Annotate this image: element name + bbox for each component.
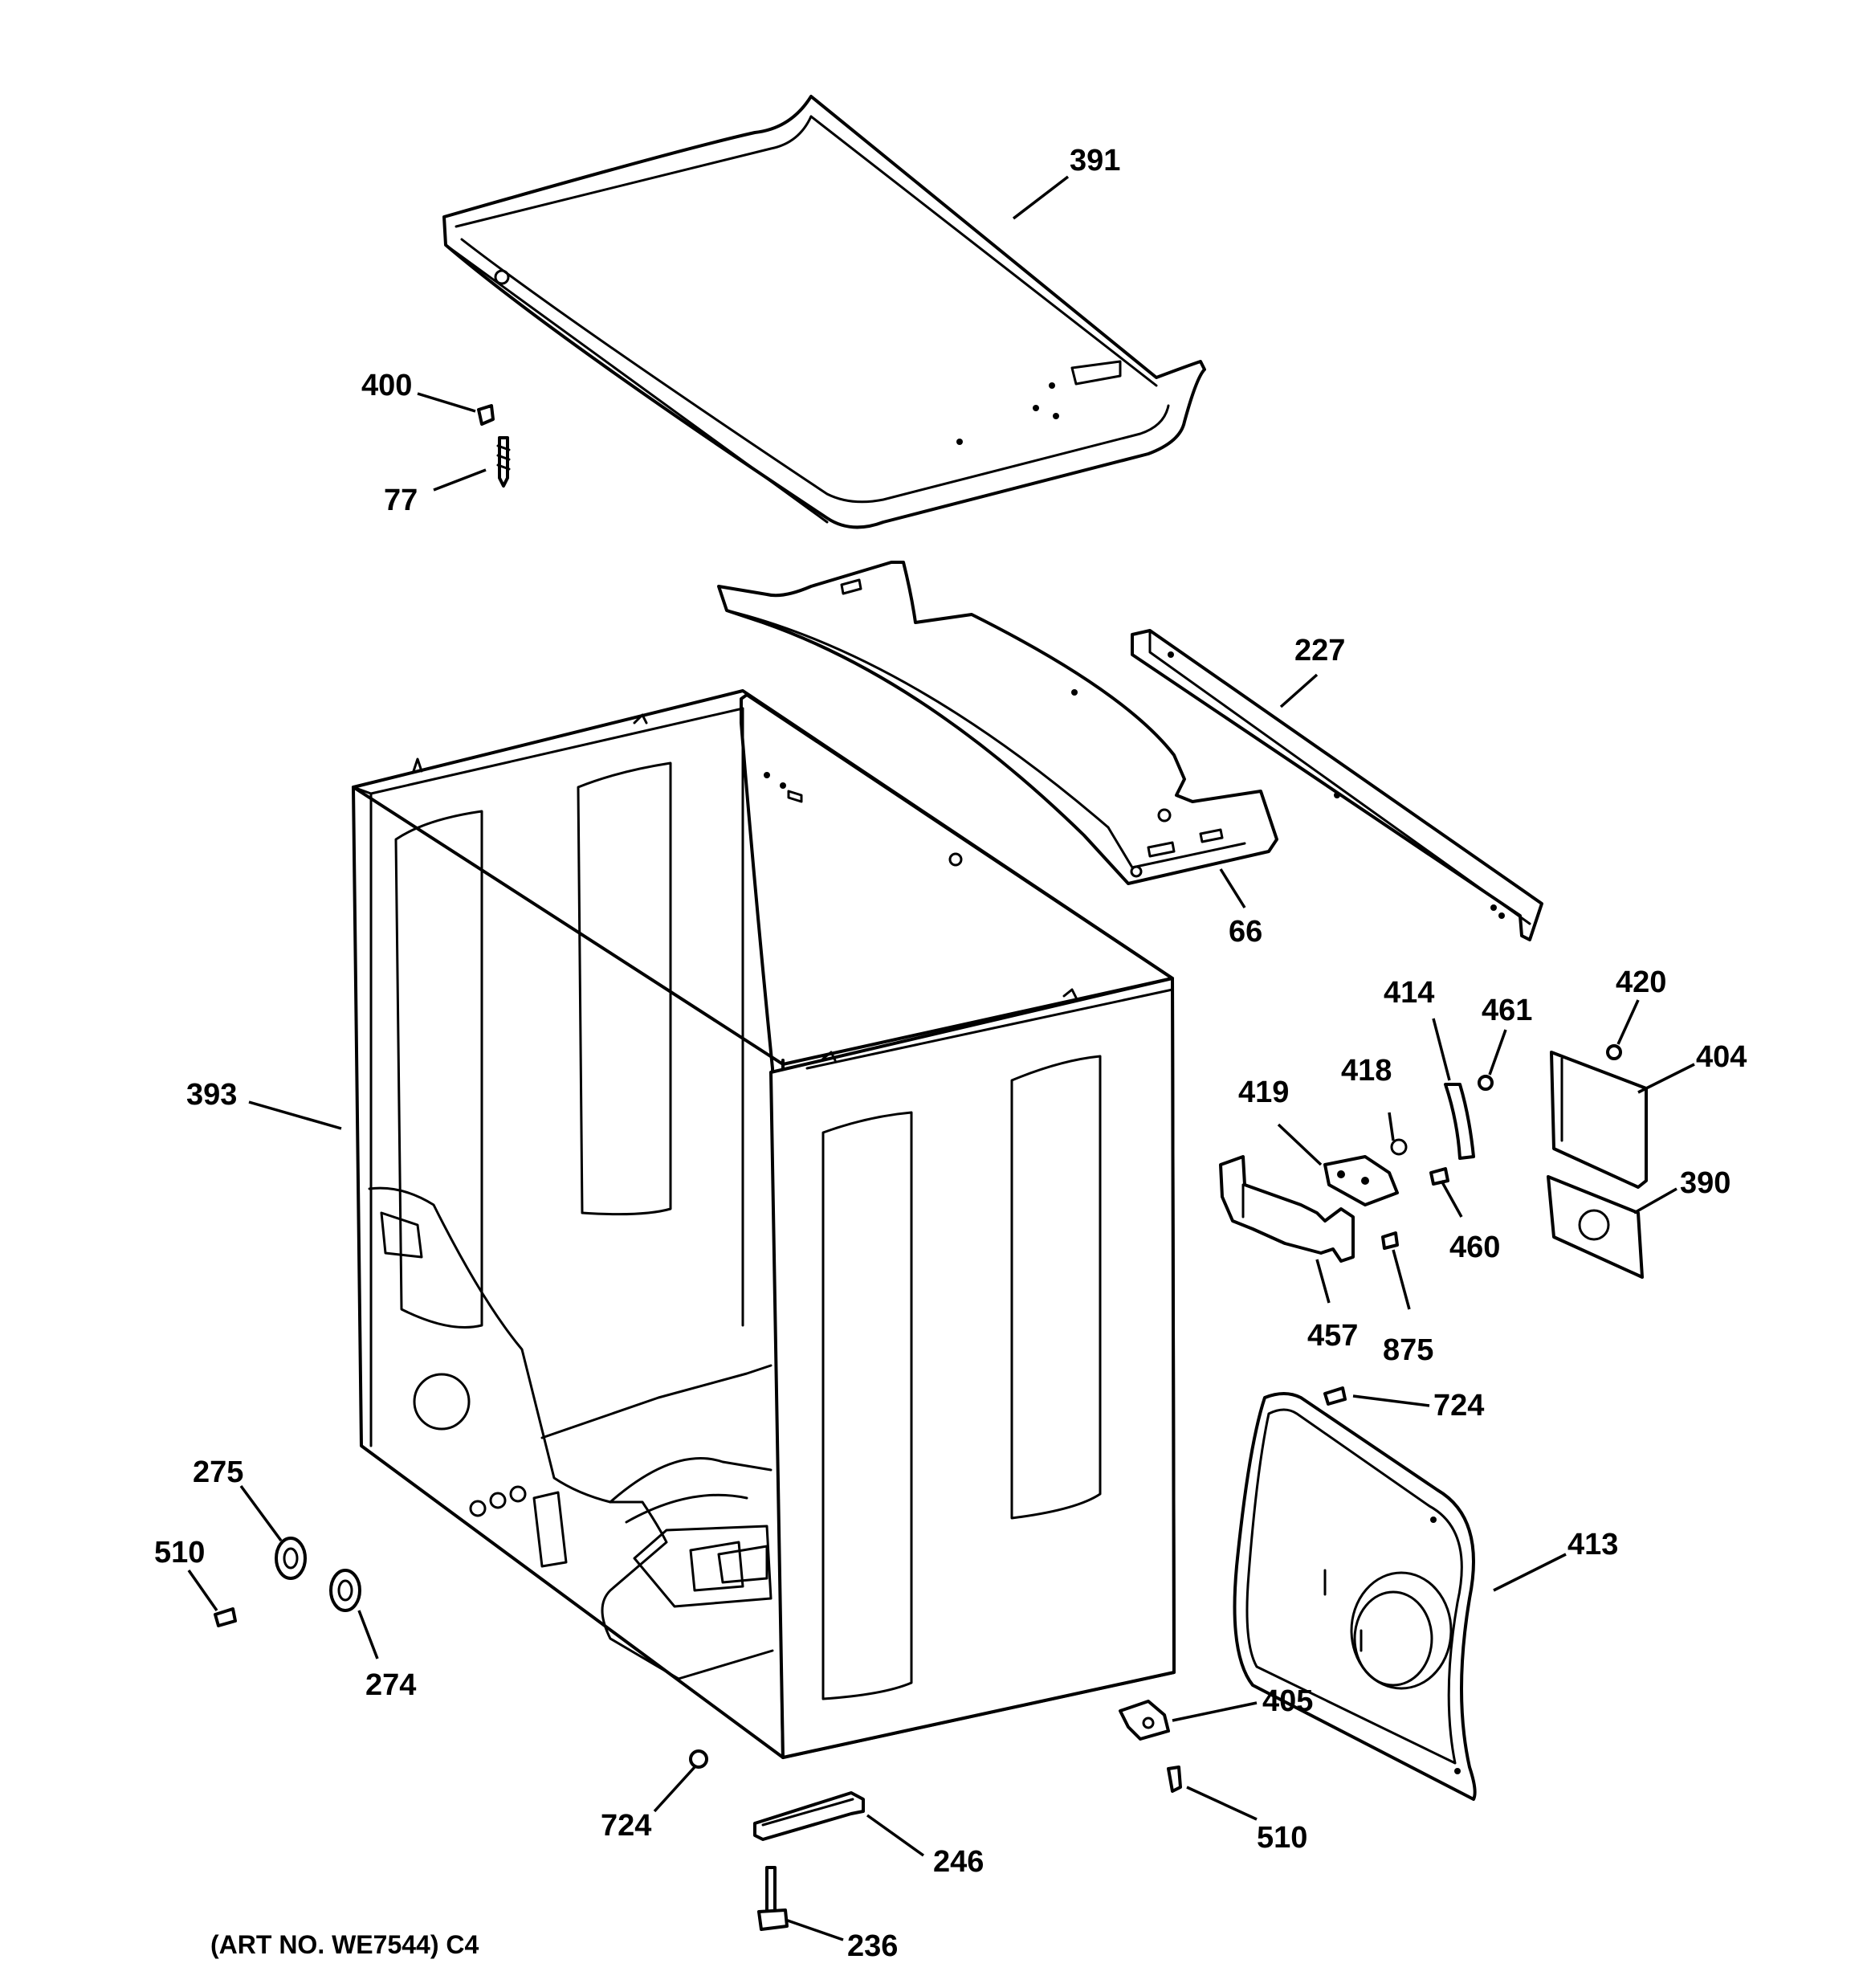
part-274-hose-clamp bbox=[329, 1569, 361, 1612]
part-77-screw bbox=[496, 436, 511, 488]
callout-404: 404 bbox=[1696, 1040, 1747, 1074]
part-420-screw bbox=[1606, 1044, 1622, 1060]
part-275-hose-clamp bbox=[275, 1537, 307, 1580]
callout-510-right: 510 bbox=[1257, 1821, 1307, 1855]
callout-457: 457 bbox=[1307, 1319, 1358, 1353]
part-391-top-cover bbox=[442, 95, 1206, 529]
part-460-screw bbox=[1429, 1167, 1449, 1186]
part-413-front-panel bbox=[1233, 1392, 1477, 1801]
callout-275: 275 bbox=[193, 1455, 243, 1489]
part-236-leveling-leg bbox=[757, 1866, 789, 1931]
part-724-screw-upper bbox=[1323, 1386, 1347, 1406]
callout-393: 393 bbox=[186, 1078, 237, 1112]
part-510-screw-left bbox=[214, 1607, 237, 1627]
part-405-clip bbox=[1119, 1700, 1170, 1741]
callout-875: 875 bbox=[1383, 1333, 1433, 1367]
callout-419: 419 bbox=[1238, 1076, 1289, 1109]
part-400-clip bbox=[477, 404, 495, 426]
callout-labels: 391 400 77 227 66 393 414 461 420 404 41… bbox=[154, 144, 1747, 1963]
part-393-cabinet bbox=[352, 689, 1176, 1759]
part-419-bracket bbox=[1219, 1155, 1355, 1263]
part-390-plate bbox=[1547, 1175, 1644, 1279]
part-875-screw bbox=[1381, 1231, 1399, 1250]
callout-414: 414 bbox=[1384, 976, 1434, 1010]
art-number: (ART NO. WE7544) C4 bbox=[210, 1930, 479, 1959]
callout-246: 246 bbox=[933, 1845, 984, 1879]
callout-724-lower: 724 bbox=[601, 1809, 651, 1843]
callout-405: 405 bbox=[1262, 1684, 1313, 1718]
part-414-strap bbox=[1444, 1083, 1475, 1160]
part-724-screw-lower bbox=[689, 1749, 708, 1769]
part-418-terminal bbox=[1323, 1138, 1408, 1206]
part-461-screw bbox=[1478, 1075, 1494, 1091]
part-227-rail bbox=[1131, 629, 1543, 941]
callout-274: 274 bbox=[365, 1668, 416, 1702]
part-404-cover bbox=[1550, 1051, 1648, 1189]
callout-724-upper: 724 bbox=[1433, 1389, 1484, 1423]
callout-510-left: 510 bbox=[154, 1536, 205, 1570]
callout-400: 400 bbox=[361, 369, 412, 402]
callout-418: 418 bbox=[1341, 1054, 1392, 1088]
callout-461: 461 bbox=[1482, 994, 1532, 1027]
leader-lines bbox=[187, 175, 1695, 1941]
callout-420: 420 bbox=[1616, 965, 1666, 999]
callout-413: 413 bbox=[1567, 1528, 1618, 1561]
callout-460: 460 bbox=[1449, 1231, 1500, 1264]
part-66-top-bracket bbox=[717, 561, 1278, 885]
callout-390: 390 bbox=[1680, 1166, 1731, 1200]
callout-391: 391 bbox=[1070, 144, 1120, 178]
part-246-hinge bbox=[753, 1791, 865, 1841]
part-510-screw-right bbox=[1167, 1766, 1182, 1793]
callout-227: 227 bbox=[1294, 634, 1345, 667]
callout-77: 77 bbox=[384, 484, 418, 517]
callout-66: 66 bbox=[1229, 915, 1262, 949]
callout-236: 236 bbox=[847, 1929, 898, 1963]
